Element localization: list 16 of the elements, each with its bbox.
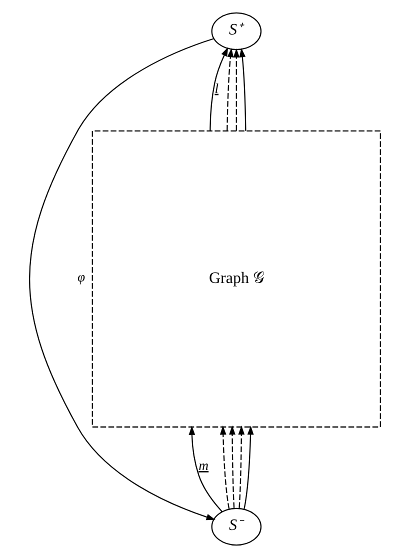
edge-label: φ [77, 269, 85, 284]
node-ellipse: S⁺ [210, 12, 262, 50]
arrow [238, 48, 246, 131]
arrow [226, 48, 234, 131]
edge-label: m [198, 458, 208, 473]
node-box: Graph 𝒢 [91, 130, 380, 428]
arrow [209, 47, 228, 131]
node-ellipse: S⁻ [210, 508, 262, 546]
arrow [28, 38, 216, 520]
arrow [228, 426, 235, 508]
arrow [238, 426, 244, 508]
arrow [219, 426, 230, 509]
arrow [188, 426, 222, 512]
edge-label: l [214, 80, 218, 96]
arrow [243, 426, 254, 509]
arrow [232, 48, 240, 131]
